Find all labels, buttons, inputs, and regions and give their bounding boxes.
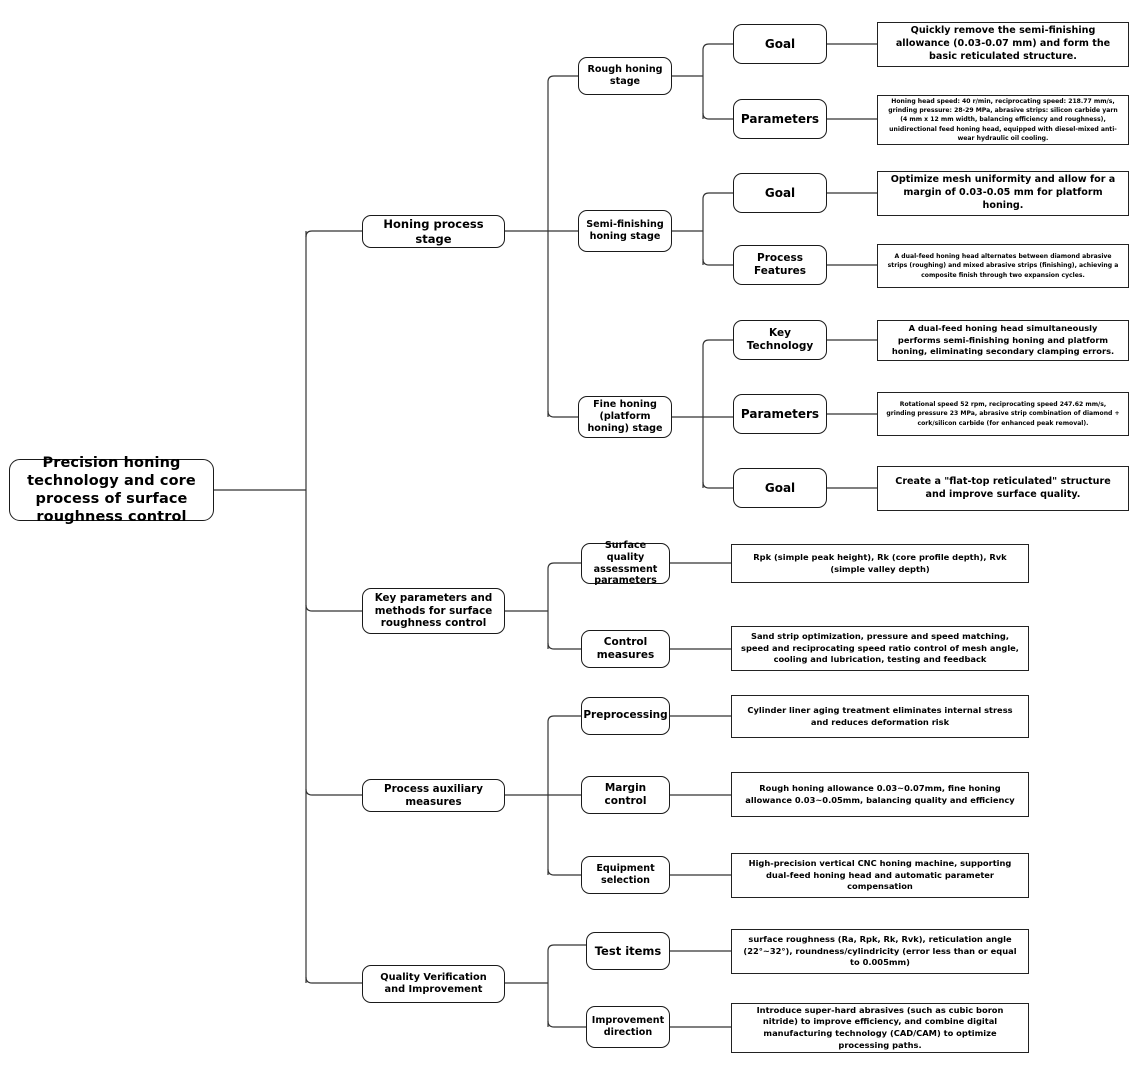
node-preprocessing[interactable]: Preprocessing	[581, 697, 670, 735]
node-rough-goal[interactable]: Goal	[733, 24, 827, 64]
detail-text: A dual-feed honing head alternates betwe…	[887, 253, 1119, 279]
root-node[interactable]: Precision honing technology and core pro…	[9, 455, 214, 525]
detail-margin-control: Rough honing allowance 0.03~0.07mm, fine…	[731, 772, 1029, 817]
detail-text: Optimize mesh uniformity and allow for a…	[890, 174, 1116, 211]
node-label: Semi-finishing honing stage	[586, 219, 664, 242]
detail-fine-goal: Create a "flat-top reticulated" structur…	[877, 466, 1129, 511]
node-label: Test items	[594, 943, 662, 958]
detail-rough-goal: Quickly remove the semi-finishing allowa…	[877, 22, 1129, 67]
detail-equipment-selection: High-precision vertical CNC honing machi…	[731, 853, 1029, 898]
detail-text: High-precision vertical CNC honing machi…	[748, 858, 1012, 892]
node-semi-finishing-honing-stage[interactable]: Semi-finishing honing stage	[578, 210, 672, 252]
detail-text: Rough honing allowance 0.03~0.07mm, fine…	[745, 782, 1015, 805]
node-label: Parameters	[740, 406, 820, 421]
detail-text: Honing head speed: 40 r/min, reciprocati…	[888, 98, 1118, 142]
node-control-measures[interactable]: Control measures	[581, 630, 670, 668]
detail-preprocessing: Cylinder liner aging treatment eliminate…	[731, 695, 1029, 738]
node-label: Rough honing stage	[587, 64, 663, 87]
node-label: Preprocessing	[583, 709, 668, 722]
branch-label: Key parameters and methods for surface r…	[374, 591, 493, 630]
detail-text: surface roughness (Ra, Rpk, Rk, Rvk), re…	[743, 934, 1017, 968]
node-semi-process-features[interactable]: Process Features	[733, 245, 827, 285]
node-label: Process Features	[754, 251, 806, 277]
branch-label: Process auxiliary measures	[384, 782, 483, 808]
detail-text: Rpk (simple peak height), Rk (core profi…	[753, 551, 1007, 574]
branch-honing-process-stage[interactable]: Honing process stage	[362, 215, 505, 248]
node-semi-goal[interactable]: Goal	[733, 173, 827, 213]
node-equipment-selection[interactable]: Equipment selection	[581, 856, 670, 894]
node-fine-key-technology[interactable]: Key Technology	[733, 320, 827, 360]
node-label: Fine honing (platform honing) stage	[587, 399, 663, 434]
branch-label: Quality Verification and Improvement	[380, 971, 487, 995]
node-label: Goal	[764, 36, 796, 51]
node-surface-quality-assessment-parameters[interactable]: Surface quality assessment parameters	[581, 540, 670, 586]
node-label: Parameters	[740, 111, 820, 126]
detail-text: Quickly remove the semi-finishing allowa…	[895, 25, 1111, 62]
detail-text: Rotational speed 52 rpm, reciprocating s…	[886, 401, 1120, 427]
node-fine-honing-platform-stage[interactable]: Fine honing (platform honing) stage	[578, 396, 672, 438]
branch-key-parameters[interactable]: Key parameters and methods for surface r…	[362, 588, 505, 634]
branch-quality-verification[interactable]: Quality Verification and Improvement	[362, 965, 505, 1003]
detail-fine-parameters: Rotational speed 52 rpm, reciprocating s…	[877, 392, 1129, 436]
node-label: Goal	[764, 480, 796, 495]
node-label: Equipment selection	[596, 863, 655, 886]
node-rough-honing-stage[interactable]: Rough honing stage	[578, 57, 672, 95]
branch-label: Honing process stage	[383, 217, 484, 246]
node-label: Improvement direction	[591, 1015, 665, 1038]
detail-text: Create a "flat-top reticulated" structur…	[895, 475, 1111, 500]
detail-surface-quality-assessment: Rpk (simple peak height), Rk (core profi…	[731, 544, 1029, 583]
node-rough-parameters[interactable]: Parameters	[733, 99, 827, 139]
detail-text: A dual-feed honing head simultaneously p…	[891, 323, 1115, 357]
branch-process-auxiliary-measures[interactable]: Process auxiliary measures	[362, 779, 505, 812]
node-margin-control[interactable]: Margin control	[581, 776, 670, 814]
node-label: Control measures	[596, 635, 655, 661]
node-fine-goal[interactable]: Goal	[733, 468, 827, 508]
detail-text: Cylinder liner aging treatment eliminate…	[747, 704, 1013, 727]
node-label: Goal	[764, 185, 796, 200]
detail-fine-key-technology: A dual-feed honing head simultaneously p…	[877, 320, 1129, 361]
detail-control-measures: Sand strip optimization, pressure and sp…	[731, 626, 1029, 671]
node-improvement-direction[interactable]: Improvement direction	[586, 1006, 670, 1048]
detail-text: Introduce super-hard abrasives (such as …	[756, 1004, 1004, 1050]
root-node-label: Precision honing technology and core pro…	[27, 454, 196, 526]
detail-text: Sand strip optimization, pressure and sp…	[741, 631, 1019, 665]
detail-test-items: surface roughness (Ra, Rpk, Rk, Rvk), re…	[731, 929, 1029, 974]
node-label: Margin control	[604, 781, 647, 807]
node-label: Surface quality assessment parameters	[593, 539, 658, 587]
detail-rough-parameters: Honing head speed: 40 r/min, reciprocati…	[877, 95, 1129, 145]
node-fine-parameters[interactable]: Parameters	[733, 394, 827, 434]
detail-semi-goal: Optimize mesh uniformity and allow for a…	[877, 171, 1129, 216]
node-test-items[interactable]: Test items	[586, 932, 670, 970]
node-label: Key Technology	[746, 326, 814, 352]
detail-semi-process-features: A dual-feed honing head alternates betwe…	[877, 244, 1129, 288]
detail-improvement-direction: Introduce super-hard abrasives (such as …	[731, 1003, 1029, 1053]
